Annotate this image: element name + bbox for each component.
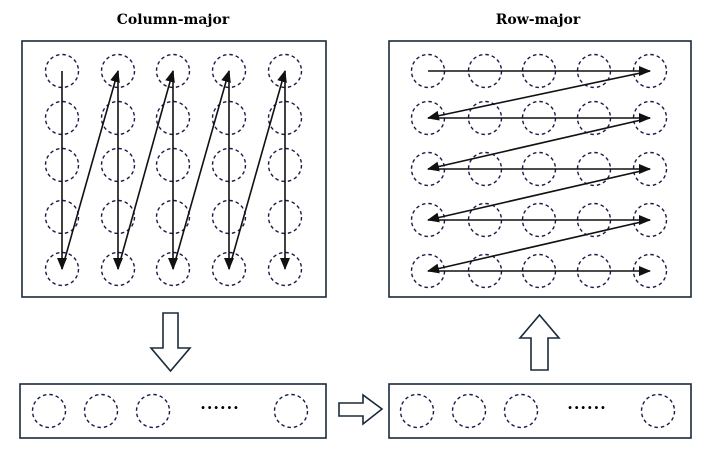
left-grid-cell bbox=[155, 53, 191, 89]
bottom-right-ellipsis: ······ bbox=[567, 398, 606, 417]
row-return-arrow bbox=[427, 70, 651, 121]
right-panel-title: Row-major bbox=[496, 12, 581, 28]
left-grid-cell bbox=[100, 53, 136, 89]
left-grid-cell bbox=[211, 147, 247, 183]
left-grid-cell bbox=[100, 251, 136, 287]
left-grid-cell bbox=[44, 199, 80, 235]
left-grid-cell bbox=[267, 100, 303, 136]
right-grid-cell bbox=[632, 100, 668, 136]
right-grid-cell bbox=[632, 151, 668, 187]
left-grid-cell bbox=[155, 100, 191, 136]
left-grid-cell bbox=[211, 199, 247, 235]
right-block-arrow bbox=[338, 393, 384, 426]
left-grid-cells bbox=[44, 53, 303, 287]
bottom-right-strip-cell bbox=[503, 393, 539, 429]
bottom-right-strip-cell bbox=[640, 393, 676, 429]
left-grid-cell bbox=[267, 53, 303, 89]
right-grid-cells bbox=[410, 53, 668, 289]
right-grid-panel bbox=[388, 40, 692, 298]
column-return-arrow bbox=[61, 70, 120, 270]
left-grid-cell bbox=[211, 53, 247, 89]
column-return-arrow bbox=[172, 70, 231, 270]
left-grid-cell bbox=[155, 251, 191, 287]
left-grid-cell bbox=[100, 100, 136, 136]
bottom-left-ellipsis: ······ bbox=[200, 398, 239, 417]
up-block-arrow bbox=[518, 313, 561, 371]
left-grid-cell bbox=[211, 251, 247, 287]
left-grid-panel bbox=[21, 40, 327, 298]
right-grid-cell bbox=[632, 202, 668, 238]
left-grid-cell bbox=[44, 53, 80, 89]
right-grid-cell bbox=[632, 53, 668, 89]
column-return-arrow bbox=[117, 70, 175, 270]
left-grid-cell bbox=[100, 199, 136, 235]
bottom-right-strip bbox=[388, 383, 692, 439]
column-return-arrow bbox=[228, 70, 287, 270]
bottom-right-strip-cell bbox=[399, 393, 435, 429]
left-grid-cell bbox=[267, 199, 303, 235]
left-grid-cell bbox=[44, 147, 80, 183]
down-block-arrow bbox=[149, 312, 192, 373]
left-grid-cell bbox=[267, 147, 303, 183]
bottom-right-strip-cell bbox=[451, 393, 487, 429]
row-return-arrow bbox=[427, 219, 651, 274]
bottom-left-strip-cell bbox=[135, 393, 171, 429]
left-grid-cell bbox=[44, 251, 80, 287]
bottom-left-strip-cell bbox=[83, 393, 119, 429]
row-return-arrow bbox=[427, 168, 651, 223]
left-grid-cell bbox=[211, 100, 247, 136]
left-grid-cell bbox=[155, 199, 191, 235]
left-scan-arrows bbox=[57, 70, 290, 270]
left-panel-title: Column-major bbox=[117, 12, 230, 28]
bottom-right-strip-cells bbox=[399, 393, 676, 429]
bottom-left-strip-cell bbox=[31, 393, 67, 429]
bottom-left-strip-cells bbox=[31, 393, 309, 429]
left-grid-cell bbox=[267, 251, 303, 287]
bottom-left-strip-cell bbox=[273, 393, 309, 429]
left-grid-cell bbox=[100, 147, 136, 183]
row-return-arrow bbox=[427, 117, 651, 172]
right-scan-arrows bbox=[427, 66, 651, 276]
left-grid-cell bbox=[44, 100, 80, 136]
left-grid-cell bbox=[155, 147, 191, 183]
right-grid-cell bbox=[632, 253, 668, 289]
bottom-left-strip bbox=[19, 383, 327, 439]
